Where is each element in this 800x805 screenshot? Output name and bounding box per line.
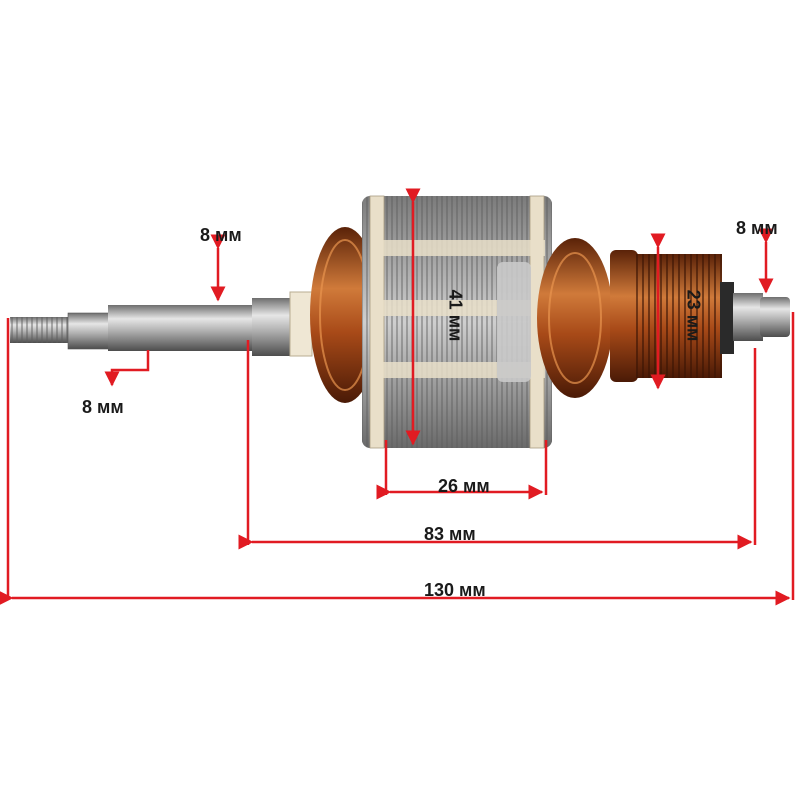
label-total-length: 130 мм [424, 580, 486, 600]
winding-right [537, 238, 613, 398]
label-end-diameter: 8 мм [736, 218, 778, 238]
label-commutator-diameter: 23 мм [683, 289, 704, 342]
shaft-right-tip [760, 297, 790, 337]
shaft-hex [67, 312, 111, 350]
commutator [610, 250, 734, 382]
shaft-left [108, 305, 258, 351]
label-shaft-diameter-top: 8 мм [200, 225, 242, 245]
insulator-bushing [289, 291, 313, 357]
threaded-end [10, 317, 70, 343]
dimension-lines [0, 188, 795, 606]
label-bearing-span: 83 мм [424, 524, 476, 544]
label-core-length: 26 мм [438, 476, 490, 496]
shaft-right [733, 293, 763, 341]
label-shaft-diameter-bottom: 8 мм [82, 397, 124, 417]
leader-shaft-bottom [104, 350, 150, 387]
shaft-step [252, 298, 292, 356]
label-core-diameter: 41 мм [445, 289, 466, 342]
